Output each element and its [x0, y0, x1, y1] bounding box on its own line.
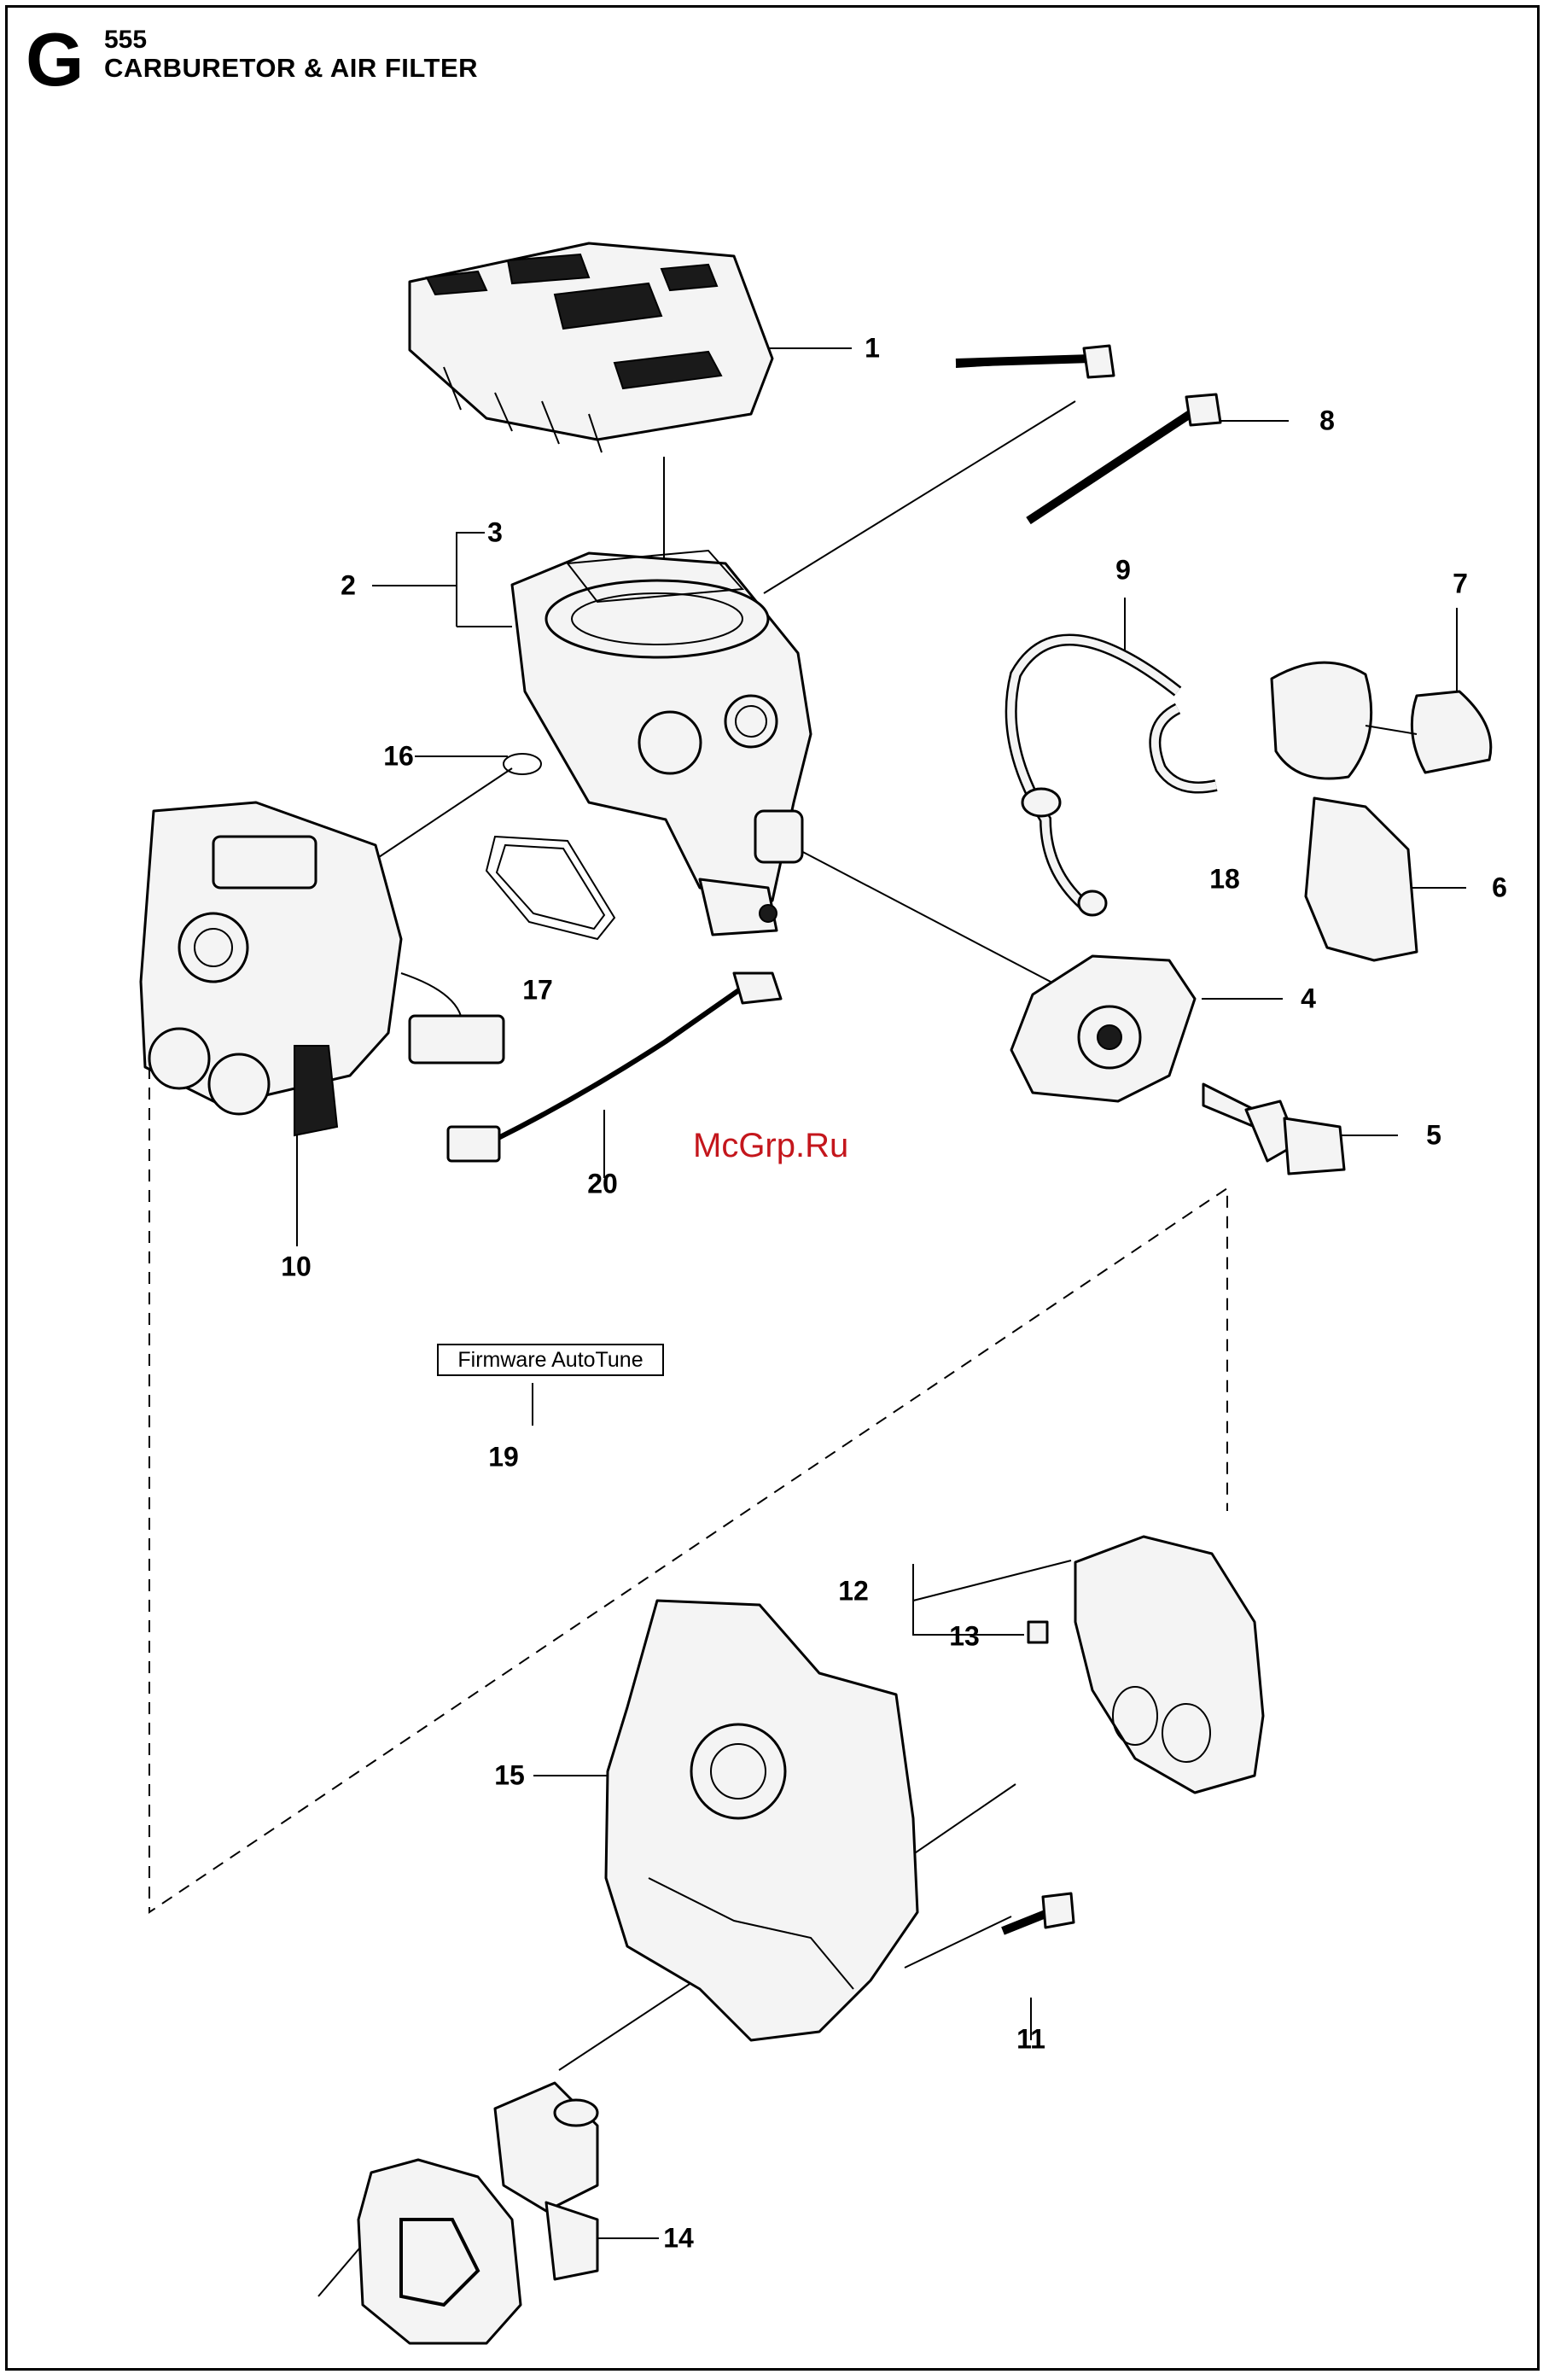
stud — [1203, 1084, 1344, 1174]
long-bolts — [956, 346, 1220, 521]
callout-8: 8 — [1319, 405, 1335, 437]
carburetor — [141, 802, 504, 1135]
seal — [486, 837, 614, 939]
throttle-bracket — [1011, 956, 1195, 1101]
callout-13: 13 — [949, 1621, 980, 1653]
callout-17: 17 — [522, 975, 553, 1006]
carburetor-housing — [512, 553, 811, 935]
callout-11: 11 — [1016, 2024, 1045, 2056]
intake-bracket — [1028, 1537, 1263, 1793]
callout-4: 4 — [1301, 983, 1316, 1015]
callout-14: 14 — [663, 2223, 694, 2255]
callout-7: 7 — [1453, 569, 1468, 600]
callout-10: 10 — [281, 1251, 312, 1283]
shroud-bolt — [1003, 1893, 1074, 1931]
firmware-label: Firmware AutoTune — [437, 1344, 664, 1376]
callout-19: 19 — [488, 1442, 519, 1473]
o-ring — [504, 754, 541, 774]
callout-16: 16 — [383, 741, 414, 773]
cylinder-shroud — [606, 1601, 917, 2040]
primer-bracket — [1306, 798, 1417, 960]
callout-18: 18 — [1209, 864, 1240, 895]
callout-5: 5 — [1426, 1120, 1441, 1152]
callout-3: 3 — [487, 517, 503, 549]
leader-lines — [297, 348, 1466, 2296]
callout-15: 15 — [494, 1760, 525, 1792]
primer-bulb — [1272, 662, 1491, 779]
callout-2: 2 — [341, 570, 356, 602]
callout-9: 9 — [1115, 555, 1131, 586]
air-filter-cover — [410, 243, 772, 452]
intake-manifold — [358, 2083, 597, 2343]
callout-12: 12 — [838, 1576, 869, 1607]
watermark: McGrp.Ru — [693, 1127, 848, 1165]
callout-6: 6 — [1492, 872, 1507, 904]
callout-20: 20 — [587, 1169, 618, 1200]
callout-1: 1 — [865, 333, 880, 365]
fuel-hose — [1011, 640, 1216, 916]
